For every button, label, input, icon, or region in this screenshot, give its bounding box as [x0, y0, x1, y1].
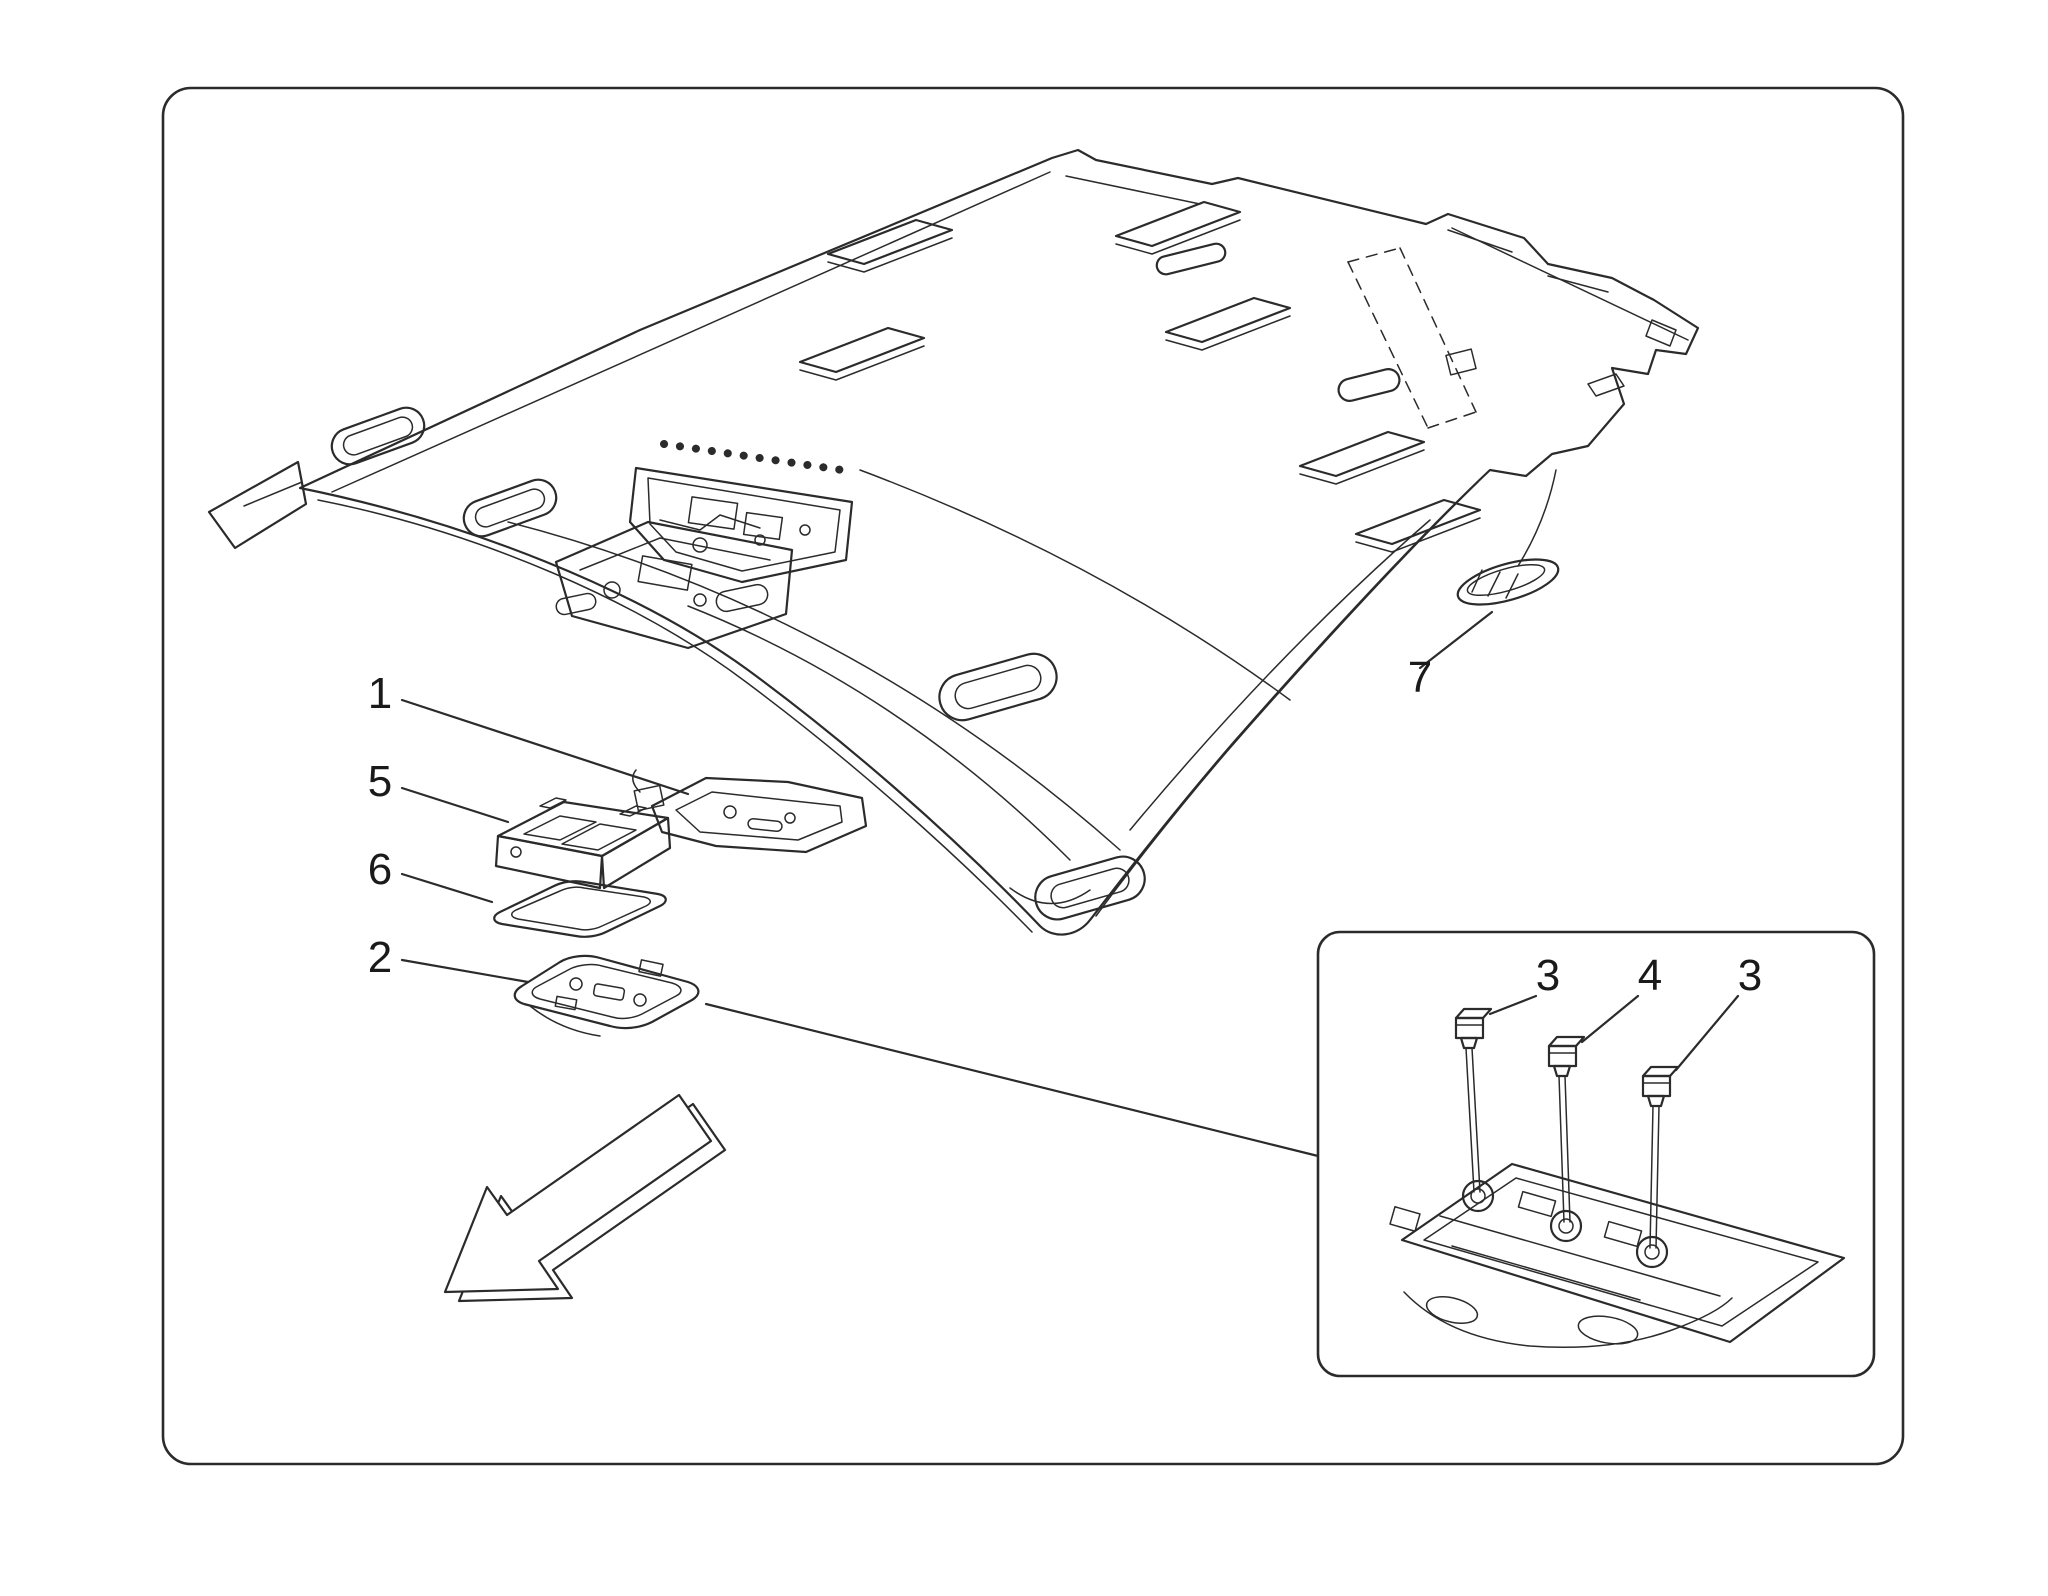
callout-2: 2: [368, 933, 392, 982]
callout-4: 4: [1638, 951, 1662, 1000]
callout-6: 6: [368, 845, 392, 894]
direction-arrow: [443, 1093, 727, 1303]
dashed-locator-lines: [1347, 247, 1477, 429]
leader-line-1: [400, 698, 690, 796]
inset-leader-lines: [1488, 994, 1740, 1072]
roof-slots: [1155, 242, 1477, 402]
leader-line-3-right: [1674, 994, 1740, 1072]
inset-bulb-3-right: [1641, 1065, 1680, 1249]
grab-handle-recesses: [330, 406, 1146, 921]
leader-line-6: [400, 872, 494, 904]
part-2-lamp-lens-unit: [513, 954, 700, 1037]
leader-lines: [400, 469, 1557, 1158]
inset-lamp-unit: [1389, 1162, 1846, 1349]
leader-line-4: [1580, 994, 1640, 1044]
inset-detail-box: [1316, 930, 1876, 1378]
callout-labels: 1 5 6 2 7 3 4 3: [368, 653, 1762, 1000]
overhead-console-detail: [554, 440, 854, 650]
inset-bulb-3-left: [1454, 1007, 1493, 1193]
leader-line-5: [400, 786, 510, 824]
diagram-border: [161, 86, 1905, 1466]
roof-headliner-drawing: [207, 148, 1700, 936]
inset-bulb-4-middle: [1547, 1035, 1586, 1223]
part-5-lamp-housing: [494, 797, 672, 890]
leader-roof-to-lens-7: [1517, 469, 1557, 567]
leader-line-3-left: [1488, 994, 1538, 1016]
leader-line-7: [1418, 610, 1494, 670]
callout-1: 1: [368, 669, 392, 718]
part-1-mounting-bracket: [632, 769, 868, 854]
callout-7: 7: [1408, 653, 1432, 702]
callout-3-right: 3: [1738, 951, 1762, 1000]
part-6-trim-frame: [493, 880, 667, 938]
callout-3-left: 3: [1536, 951, 1560, 1000]
roof-adhesive-pads: [798, 200, 1482, 553]
leader-line-2: [400, 958, 530, 984]
leader-line-to-inset: [704, 1002, 1320, 1158]
part-7-courtesy-lens: [1456, 558, 1560, 606]
callout-5: 5: [368, 757, 392, 806]
